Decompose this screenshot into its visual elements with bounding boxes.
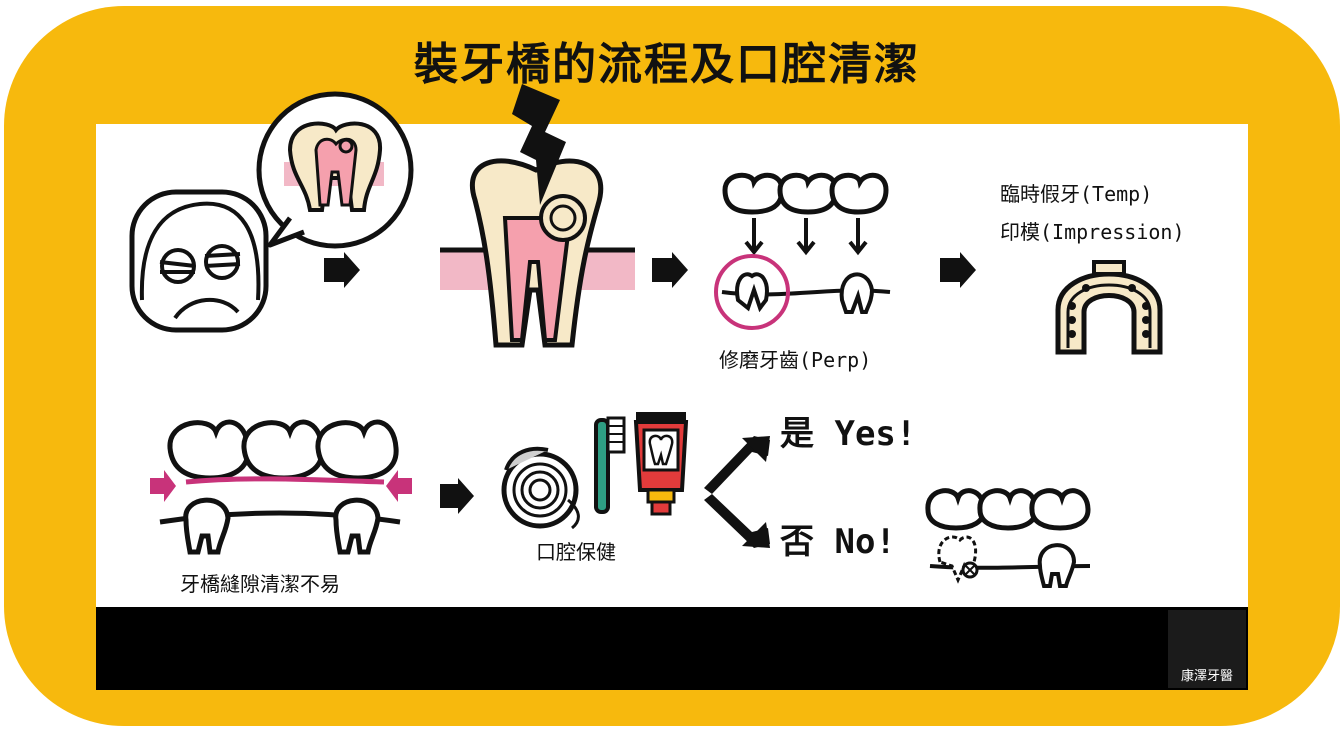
temp-label: 臨時假牙(Temp) bbox=[1000, 182, 1153, 206]
page-title: 裝牙橋的流程及口腔清潔 bbox=[414, 39, 920, 90]
no-label: 否 No! bbox=[780, 522, 896, 562]
thought-bubble-icon bbox=[256, 91, 414, 249]
arrow-right-icon bbox=[440, 478, 474, 514]
worried-face-icon bbox=[129, 189, 269, 333]
decayed-tooth-icon bbox=[440, 84, 635, 348]
clinic-logo: 康澤牙醫 bbox=[1168, 610, 1246, 688]
toothbrush-icon bbox=[594, 416, 626, 514]
gap-label: 牙橋縫隙清潔不易 bbox=[180, 572, 340, 596]
floss-icon bbox=[501, 446, 580, 530]
toothpaste-icon bbox=[633, 412, 689, 516]
tooth-prep-icon bbox=[714, 172, 891, 330]
arrow-right-icon bbox=[652, 252, 688, 288]
yes-label: 是 Yes! bbox=[780, 414, 917, 454]
bridge-gap-icon bbox=[150, 419, 412, 555]
logo-text: 康澤牙醫 bbox=[1180, 669, 1233, 684]
impression-label: 印模(Impression) bbox=[1000, 220, 1185, 244]
footer-bar bbox=[96, 607, 1248, 690]
decision-fork-icon bbox=[704, 436, 770, 548]
arrow-right-icon bbox=[940, 252, 976, 288]
lightning-icon bbox=[512, 84, 566, 205]
impression-tray-icon bbox=[1055, 260, 1163, 355]
care-label: 口腔保健 bbox=[536, 540, 616, 564]
arrow-right-icon bbox=[324, 252, 360, 288]
missing-tooth-icon bbox=[925, 488, 1091, 588]
prep-label: 修磨牙齒(Perp) bbox=[719, 348, 872, 372]
